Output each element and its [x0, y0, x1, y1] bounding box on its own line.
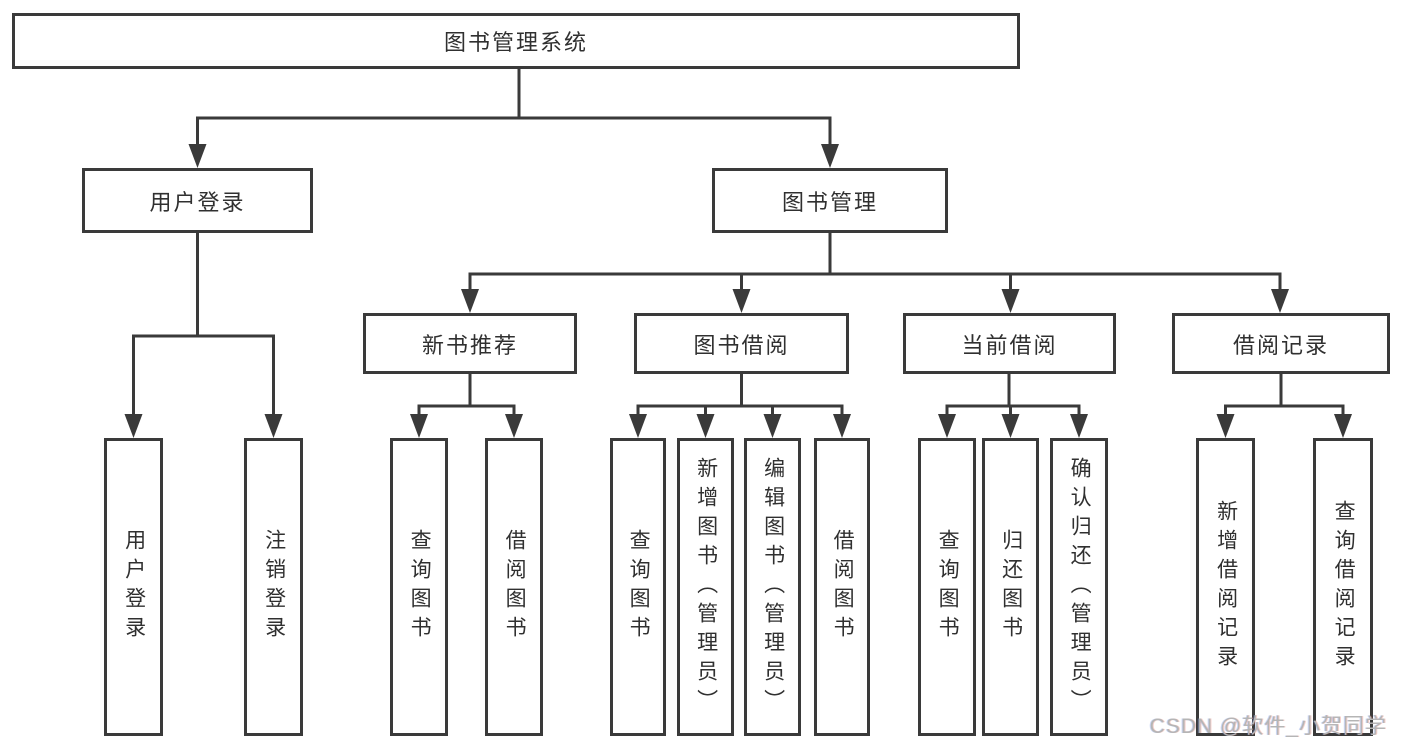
- connector-book-borrow: [629, 374, 851, 438]
- leaf-query-books-borrow: 查询图书: [610, 438, 666, 736]
- node-label: 查询图书: [627, 529, 651, 645]
- watermark: CSDN @软件_小贺同学: [1149, 715, 1387, 738]
- connector-borrow-records: [1216, 374, 1352, 438]
- leaf-query-books-current: 查询图书: [918, 438, 976, 736]
- arrowhead-icon: [124, 414, 143, 438]
- leaf-borrow-books: 借阅图书: [814, 438, 870, 736]
- node-label: 查询图书: [408, 529, 432, 645]
- node-label: 图书借阅: [693, 332, 790, 358]
- arrowhead-icon: [732, 289, 751, 313]
- connector-book-management: [461, 231, 1289, 313]
- leaf-edit-books-admin: 编辑图书（管理员）: [744, 438, 801, 736]
- arrowhead-icon: [938, 414, 956, 438]
- arrowhead-icon: [1216, 414, 1235, 438]
- node-library-system: 图书管理系统: [12, 13, 1020, 69]
- leaf-borrow-books-recommend: 借阅图书: [485, 438, 543, 736]
- node-label: 用户登录: [149, 189, 246, 215]
- arrowhead-icon: [505, 414, 523, 438]
- node-label: 新增借阅记录: [1214, 500, 1238, 674]
- node-user-login: 用户登录: [82, 168, 313, 233]
- leaf-return-books: 归还图书: [982, 438, 1039, 736]
- node-label: 编辑图书（管理员）: [761, 456, 785, 718]
- connector-new-book-recommend: [410, 374, 523, 438]
- node-label: 借阅图书: [503, 529, 527, 645]
- node-new-book-recommend: 新书推荐: [363, 313, 577, 374]
- node-label: 图书管理系统: [443, 30, 588, 55]
- leaf-add-books-admin: 新增图书（管理员）: [677, 438, 734, 736]
- node-label: 查询图书: [936, 529, 960, 645]
- node-book-management: 图书管理: [712, 168, 948, 233]
- connector-user-login: [124, 231, 283, 438]
- node-label: 图书管理: [781, 189, 878, 215]
- arrowhead-icon: [1001, 414, 1020, 438]
- leaf-query-books-recommend: 查询图书: [390, 438, 448, 736]
- node-label: 归还图书: [999, 529, 1023, 645]
- arrowhead-icon: [1334, 414, 1352, 438]
- arrowhead-icon: [461, 289, 479, 313]
- arrowhead-icon: [629, 414, 647, 438]
- arrowhead-icon: [763, 414, 782, 438]
- node-label: 查询借阅记录: [1332, 500, 1356, 674]
- node-label: 借阅图书: [831, 529, 855, 645]
- arrowhead-icon: [833, 414, 851, 438]
- node-label: 新增图书（管理员）: [694, 456, 718, 718]
- connector-current-borrow: [938, 374, 1088, 438]
- arrowhead-icon: [1070, 414, 1088, 438]
- arrowhead-icon: [1271, 289, 1289, 313]
- arrowhead-icon: [410, 414, 428, 438]
- leaf-user-login: 用户登录: [104, 438, 163, 736]
- arrowhead-icon: [264, 414, 283, 438]
- node-label: 用户登录: [122, 529, 146, 645]
- connector-root: [188, 68, 839, 168]
- leaf-logout: 注销登录: [244, 438, 303, 736]
- node-borrow-records: 借阅记录: [1172, 313, 1390, 374]
- node-label: 确认归还（管理员）: [1068, 456, 1092, 718]
- leaf-add-borrow-record: 新增借阅记录: [1196, 438, 1255, 736]
- arrowhead-icon: [188, 144, 207, 168]
- node-label: 借阅记录: [1232, 332, 1329, 358]
- leaf-confirm-return-admin: 确认归还（管理员）: [1050, 438, 1108, 736]
- arrowhead-icon: [821, 144, 839, 168]
- node-label: 当前借阅: [961, 332, 1058, 358]
- node-label: 新书推荐: [421, 332, 518, 358]
- node-current-borrow: 当前借阅: [903, 313, 1116, 374]
- node-label: 注销登录: [262, 529, 286, 645]
- arrowhead-icon: [1001, 289, 1020, 313]
- leaf-query-borrow-record: 查询借阅记录: [1313, 438, 1373, 736]
- node-book-borrow: 图书借阅: [634, 313, 849, 374]
- arrowhead-icon: [696, 414, 715, 438]
